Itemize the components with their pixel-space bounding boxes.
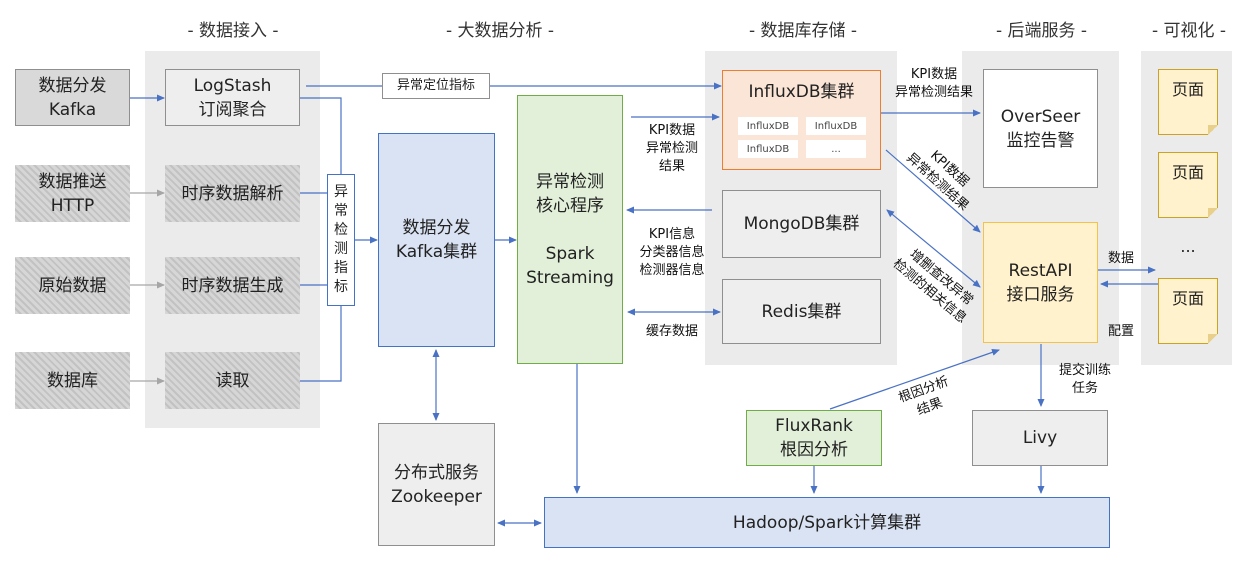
label-kpi-to-influx: KPI数据异常检测结果	[645, 123, 698, 174]
influxdb-node-1: InfluxDB	[738, 117, 798, 135]
source-raw-data: 原始数据	[15, 257, 130, 314]
influxdb-node-more: ...	[806, 140, 866, 158]
redis-cluster-box: Redis集群	[722, 279, 881, 344]
viz-page-ellipsis: ...	[1180, 237, 1196, 256]
source-database: 数据库	[15, 352, 130, 409]
label-kpi-to-overseer: KPI数据异常检测结果	[894, 67, 973, 100]
label-submit-training: 提交训练任务	[1058, 363, 1111, 396]
header-backend: - 后端服务 -	[995, 21, 1088, 41]
influxdb-node-2: InfluxDB	[806, 117, 866, 135]
influxdb-title: InfluxDB集群	[748, 82, 855, 102]
read-box: 读取	[165, 352, 300, 409]
livy-box: Livy	[972, 410, 1108, 466]
influxdb-node-3: InfluxDB	[738, 140, 798, 158]
anomaly-locate-label: 异常定位指标	[382, 73, 490, 99]
timeseries-generate-box: 时序数据生成	[165, 257, 300, 314]
viz-page-3: 页面	[1158, 278, 1218, 344]
label-kpi-info: KPI信息分类器信息检测器信息	[639, 227, 705, 278]
viz-page-2: 页面	[1158, 152, 1218, 218]
anomaly-metric-box: 异常检 测指标	[327, 174, 355, 306]
header-storage: - 数据库存储 -	[748, 21, 858, 41]
label-cache-data: 缓存数据	[645, 324, 698, 339]
header-viz: - 可视化 -	[1151, 21, 1227, 41]
header-analysis: - 大数据分析 -	[445, 21, 555, 41]
header-ingest: - 数据接入 -	[187, 21, 279, 41]
mongodb-cluster-box: MongoDB集群	[722, 190, 881, 258]
viz-page-1: 页面	[1158, 69, 1218, 135]
label-config: 配置	[1107, 324, 1134, 339]
label-data: 数据	[1107, 251, 1134, 266]
hadoop-spark-box: Hadoop/Spark计算集群	[544, 497, 1110, 548]
timeseries-parse-box: 时序数据解析	[165, 165, 300, 222]
